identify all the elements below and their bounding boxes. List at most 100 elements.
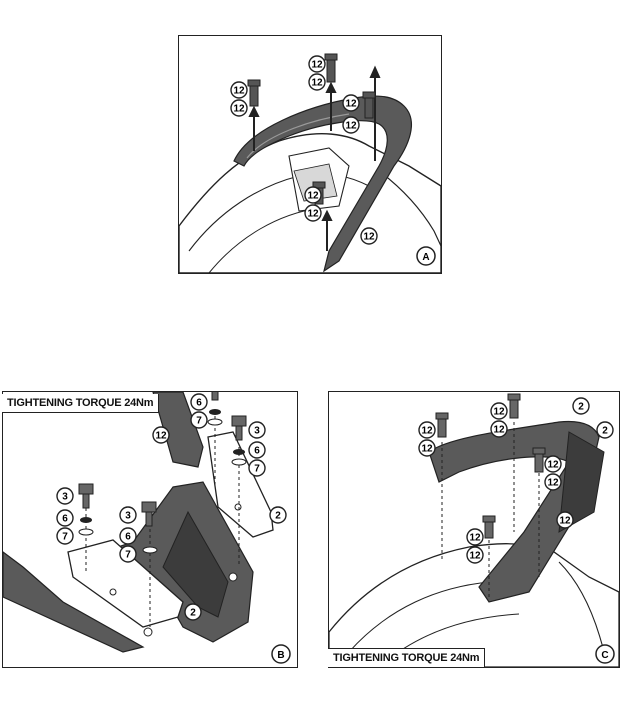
- mount-hole: [143, 627, 153, 637]
- svg-text:12: 12: [311, 60, 323, 71]
- callout-3: 3: [248, 421, 266, 439]
- callout-12: 12: [342, 116, 360, 134]
- bolt-icon: [141, 501, 157, 513]
- mounting-plate: [207, 431, 274, 538]
- svg-text:12: 12: [547, 478, 559, 489]
- svg-text:3: 3: [62, 492, 68, 503]
- rack-rail: [3, 551, 145, 653]
- callout-7: 7: [248, 459, 266, 477]
- svg-text:6: 6: [196, 398, 202, 409]
- rack-side: [558, 431, 605, 533]
- callout-6: 6: [56, 509, 74, 527]
- bolt-icon: [534, 451, 544, 473]
- callout-12: 12: [342, 94, 360, 112]
- panel-letter-a: A: [416, 246, 436, 266]
- callout-12: 12: [152, 426, 170, 444]
- svg-text:12: 12: [493, 407, 505, 418]
- bolt-icon: [78, 483, 94, 495]
- panel-b: 3 6 7 3 6 7 12 2 3 6 7 3 6 7 2 B: [2, 391, 298, 668]
- callout-7: 7: [190, 411, 208, 429]
- bolt-icon: [437, 416, 447, 438]
- callout-3: 3: [119, 506, 137, 524]
- svg-text:2: 2: [190, 608, 196, 619]
- bolt-icon: [484, 519, 494, 539]
- callout-2: 2: [269, 506, 287, 524]
- callout-12: 12: [304, 204, 322, 222]
- svg-text:12: 12: [311, 78, 323, 89]
- svg-text:12: 12: [547, 460, 559, 471]
- washer-icon: [233, 449, 245, 455]
- svg-text:12: 12: [233, 86, 245, 97]
- bolt-icon: [231, 415, 247, 427]
- svg-text:7: 7: [125, 550, 131, 561]
- callout-12: 12: [230, 81, 248, 99]
- mounting-plate: [67, 539, 184, 628]
- callout-12: 12: [544, 473, 562, 491]
- callout-7: 7: [56, 527, 74, 545]
- svg-text:12: 12: [421, 444, 433, 455]
- callout-12: 12: [308, 55, 326, 73]
- svg-text:12: 12: [469, 533, 481, 544]
- svg-text:12: 12: [469, 551, 481, 562]
- callout-12: 12: [304, 186, 322, 204]
- motorcycle-body-line: [348, 581, 490, 653]
- bolt-icon: [249, 83, 259, 107]
- svg-text:6: 6: [125, 532, 131, 543]
- mount-hole: [228, 572, 238, 582]
- svg-text:12: 12: [559, 516, 571, 527]
- torque-label-c: TIGHTENING TORQUE 24Nm: [328, 648, 486, 667]
- washer-icon: [207, 418, 223, 426]
- callout-6: 6: [190, 393, 208, 411]
- torque-label-b: TIGHTENING TORQUE 24Nm: [2, 394, 160, 413]
- svg-text:7: 7: [254, 464, 260, 475]
- panel-c: 12 12 12 12 12 12 12 12 12 2 2 C: [328, 391, 620, 668]
- svg-text:6: 6: [254, 446, 260, 457]
- callout-12: 12: [490, 402, 508, 420]
- svg-text:A: A: [422, 252, 429, 263]
- callout-12: 12: [466, 546, 484, 564]
- svg-text:12: 12: [363, 232, 375, 243]
- callout-12: 12: [556, 511, 574, 529]
- panel-letter-c: C: [595, 644, 615, 664]
- svg-text:12: 12: [345, 121, 357, 132]
- washer-icon: [78, 528, 94, 536]
- svg-text:12: 12: [345, 99, 357, 110]
- bolt-icon: [364, 95, 374, 119]
- panel-a-drawing: 12 12 12 12 12 12 12 12 12 A: [179, 53, 441, 273]
- panel-letter-b: B: [271, 644, 291, 664]
- callout-6: 6: [248, 441, 266, 459]
- svg-text:7: 7: [62, 532, 68, 543]
- svg-text:3: 3: [125, 511, 131, 522]
- panel-c-drawing: 12 12 12 12 12 12 12 12 12 2 2 C: [329, 393, 619, 667]
- callout-12: 12: [418, 421, 436, 439]
- washer-icon: [80, 517, 92, 523]
- callout-12: 12: [230, 99, 248, 117]
- callout-12: 12: [466, 528, 484, 546]
- bolt-icon: [509, 397, 519, 419]
- callout-7: 7: [119, 545, 137, 563]
- washer-icon: [142, 546, 158, 554]
- svg-text:B: B: [277, 650, 284, 661]
- svg-text:C: C: [601, 650, 608, 661]
- svg-text:6: 6: [62, 514, 68, 525]
- svg-text:12: 12: [307, 209, 319, 220]
- svg-text:12: 12: [421, 426, 433, 437]
- callout-2: 2: [184, 603, 202, 621]
- rack-rail-highlight: [246, 113, 350, 159]
- panel-b-drawing: 3 6 7 3 6 7 12 2 3 6 7 3 6 7 2 B: [3, 392, 291, 664]
- washer-icon: [209, 409, 221, 415]
- mount-hole: [234, 503, 242, 511]
- rack-frame-inner: [162, 510, 229, 618]
- callout-3: 3: [56, 487, 74, 505]
- svg-text:2: 2: [275, 511, 281, 522]
- callout-12: 12: [418, 439, 436, 457]
- washer-icon: [231, 458, 247, 466]
- callout-2: 2: [596, 421, 614, 439]
- svg-text:12: 12: [233, 104, 245, 115]
- svg-text:12: 12: [493, 425, 505, 436]
- svg-text:2: 2: [602, 426, 608, 437]
- callout-12: 12: [544, 455, 562, 473]
- mount-hole: [109, 588, 117, 596]
- callout-12: 12: [360, 227, 378, 245]
- callout-6: 6: [119, 527, 137, 545]
